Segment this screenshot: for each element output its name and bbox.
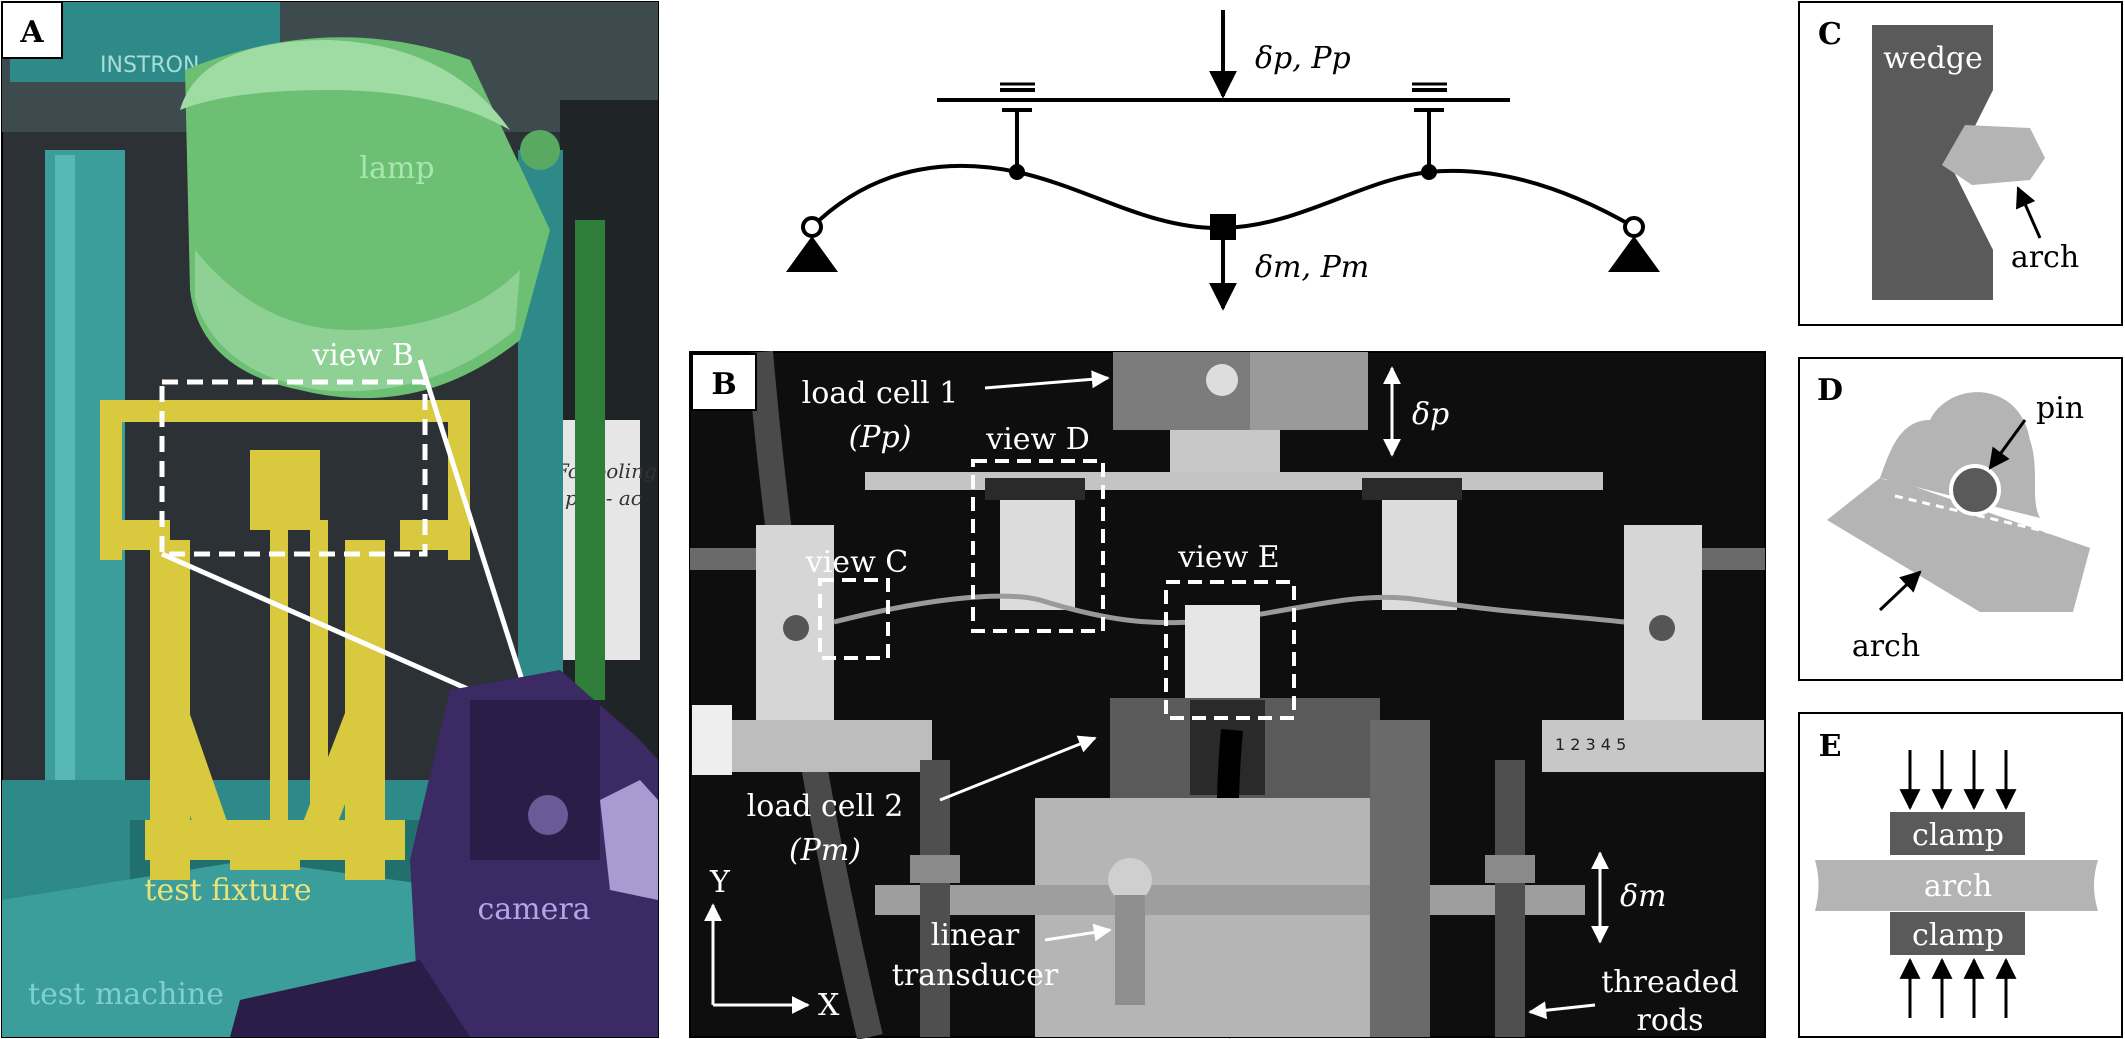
threaded-rods-label-2: rods: [1636, 1003, 1703, 1038]
panel-e-letter: E: [1819, 729, 1842, 764]
test-machine-label: test machine: [28, 977, 224, 1012]
arch-label-d: arch: [1852, 629, 1920, 664]
top-load-label: δp, Pp: [1255, 41, 1351, 76]
panel-d: D: [1798, 357, 2123, 681]
brand-label: INSTRON: [100, 53, 199, 78]
load-cell-2-label: load cell 2: [747, 789, 904, 824]
view-d-box: [971, 459, 1105, 633]
panel-a-letter: A: [19, 15, 44, 50]
delta-p-label: δp: [1412, 397, 1449, 432]
clamp-top-label: clamp: [1912, 818, 2004, 853]
x-axis-label: X: [818, 988, 840, 1023]
view-c-label: view C: [805, 545, 908, 580]
linear-transducer-label-2: transducer: [892, 958, 1059, 993]
load-cell-2-symbol: (Pm): [789, 833, 861, 868]
load-cell-1-label: load cell 1: [802, 376, 959, 411]
arch-label-c: arch: [2011, 240, 2079, 275]
y-axis-label: Y: [709, 865, 731, 900]
lamp: [180, 37, 560, 399]
pin-label: pin: [2036, 391, 2084, 426]
view-e-label: view E: [1177, 540, 1279, 575]
svg-text:1 2 3 4 5: 1 2 3 4 5: [1555, 735, 1626, 754]
test-fixture-label: test fixture: [144, 873, 311, 908]
view-c-box: [818, 578, 890, 660]
test-fixture: [100, 400, 470, 880]
clamp-bottom-label: clamp: [1912, 918, 2004, 953]
mid-load-label: δm, Pm: [1255, 250, 1369, 285]
view-b-label: view B: [311, 338, 414, 373]
panel-e: E: [1798, 712, 2123, 1038]
panel-b: 1 2 3 4 5 B: [689, 350, 1766, 1039]
arch-schematic: [786, 10, 1660, 311]
svg-text:Fo tooling: Fo tooling: [554, 459, 657, 483]
camera-label: camera: [477, 892, 590, 927]
panel-d-letter: D: [1817, 373, 1843, 408]
arch-label-e: arch: [1924, 869, 1992, 904]
threaded-rods-label-1: threaded: [1601, 965, 1739, 1000]
panel-c: C: [1798, 1, 2123, 326]
panel-c-letter: C: [1818, 17, 1842, 52]
load-cell-1-symbol: (Pp): [849, 420, 912, 455]
panel-b-letter: B: [711, 367, 736, 402]
wedge-label: wedge: [1883, 41, 1983, 76]
panel-a: Fo tooling pro - ac INSTRON lamp: [1, 1, 659, 1038]
delta-m-label: δm: [1620, 879, 1667, 914]
lamp-label: lamp: [359, 151, 434, 186]
camera: [230, 670, 658, 1037]
view-d-label: view D: [985, 422, 1090, 457]
view-b-box: [159, 379, 428, 557]
linear-transducer-label-1: linear: [931, 918, 1020, 953]
